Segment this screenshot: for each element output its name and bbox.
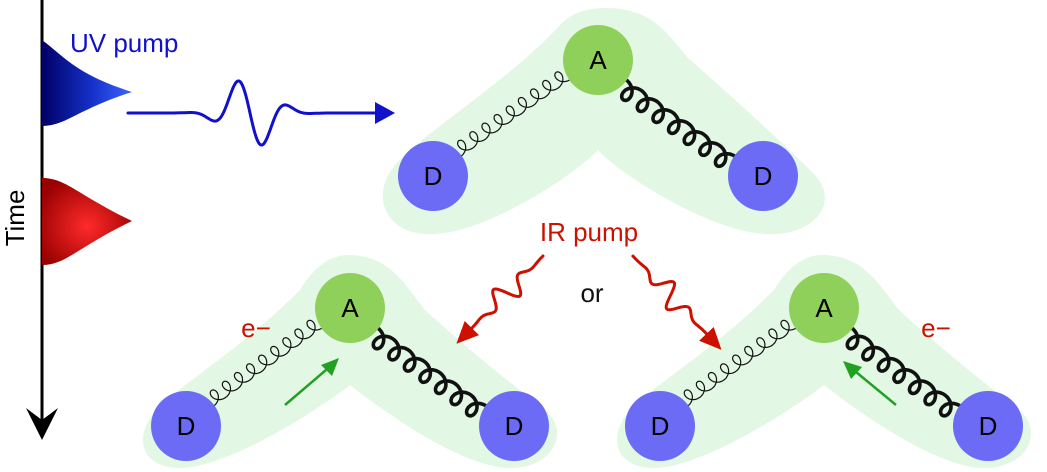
- spring-thin-left: [185, 307, 351, 427]
- uv-pulse-shape: [42, 40, 132, 126]
- electron-transfer-arrow: [843, 361, 897, 406]
- spring-thin-left: [432, 59, 599, 177]
- molecule-bottom-right: D D A e−: [616, 255, 1032, 468]
- ir-wave-arrow-left: [456, 254, 545, 344]
- ir-pulse-shape: [42, 178, 132, 265]
- donor-atom: [479, 391, 549, 461]
- ir-pump-label: IR pump: [540, 217, 638, 247]
- uv-wave-arrow: [126, 79, 395, 147]
- donor-atom: [953, 391, 1023, 461]
- spring-thick-right: [596, 58, 765, 178]
- acceptor-atom: [315, 273, 385, 343]
- acceptor-label: A: [341, 293, 359, 323]
- molecule-top: D D A: [382, 8, 825, 235]
- molecule-envelope: [382, 8, 825, 235]
- molecule-envelope: [616, 255, 1032, 468]
- donor-atom: [398, 141, 468, 211]
- molecule-bottom-left: D D A e−: [142, 255, 558, 468]
- donor-label: D: [424, 161, 443, 191]
- donor-atom: [151, 391, 221, 461]
- donor-label: D: [754, 161, 773, 191]
- acceptor-atom: [563, 25, 633, 95]
- donor-label: D: [979, 411, 998, 441]
- acceptor-label: A: [589, 45, 607, 75]
- molecule-envelope: [142, 255, 558, 468]
- donor-atom: [625, 391, 695, 461]
- donor-atom: [728, 141, 798, 211]
- electron-transfer-arrow: [284, 358, 339, 406]
- or-label: or: [580, 278, 603, 308]
- donor-label: D: [651, 411, 670, 441]
- spring-thick-right: [822, 306, 990, 428]
- uv-pump-label: UV pump: [70, 28, 178, 58]
- spring-thin-left: [659, 307, 825, 427]
- acceptor-atom: [789, 273, 859, 343]
- donor-label: D: [505, 411, 524, 441]
- spring-thick-right: [348, 306, 516, 428]
- electron-label: e−: [921, 313, 951, 343]
- donor-label: D: [177, 411, 196, 441]
- time-axis-label: Time: [0, 190, 30, 247]
- acceptor-label: A: [815, 293, 833, 323]
- ir-wave-arrow-right: [631, 254, 722, 350]
- electron-label: e−: [241, 313, 271, 343]
